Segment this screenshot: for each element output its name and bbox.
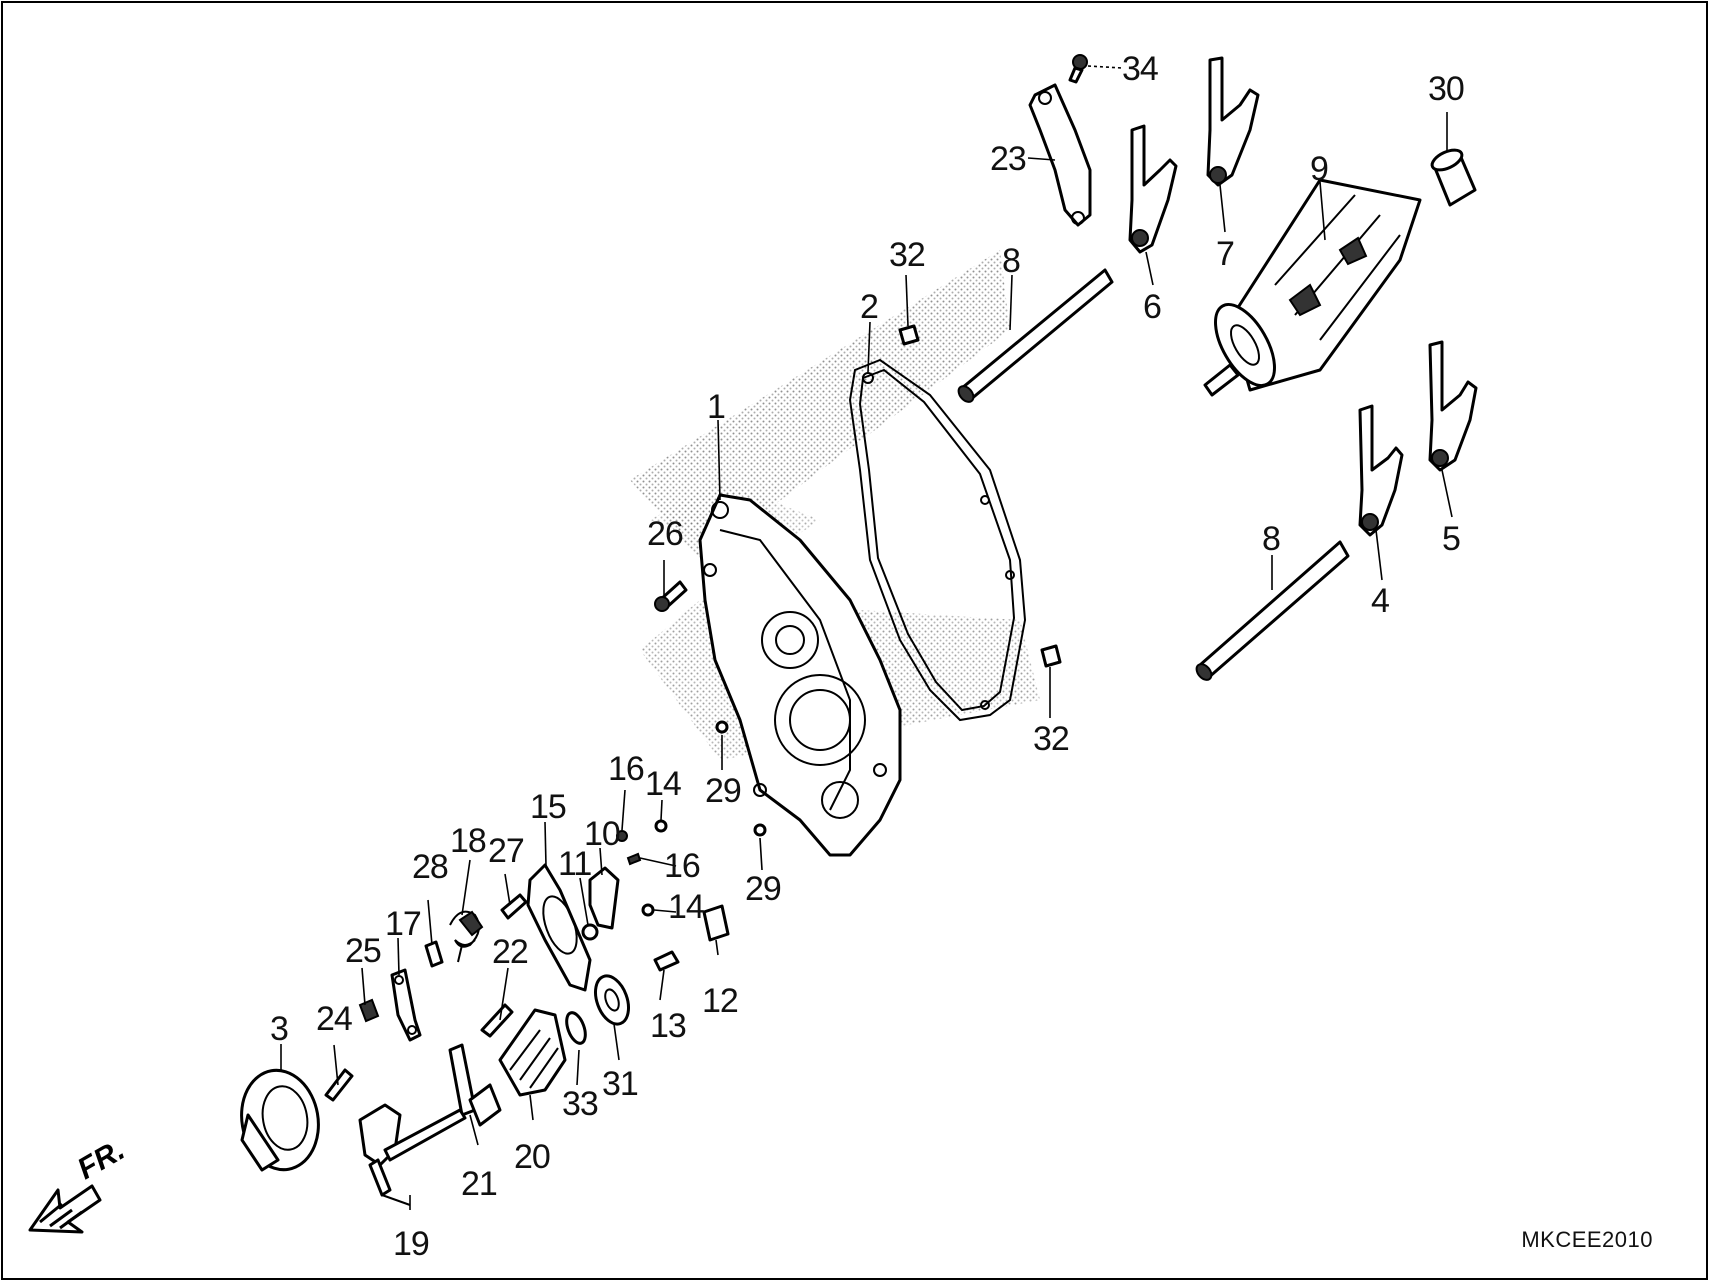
oil-seal-33-part[interactable] (563, 1010, 589, 1046)
case-cover-part[interactable] (698, 493, 902, 857)
callout-18[interactable]: 18 (450, 822, 487, 860)
bolt-26-part[interactable] (654, 580, 688, 612)
shift-drum-part[interactable] (1203, 178, 1422, 397)
drawing-code: MKCEE2010 (1521, 1227, 1653, 1252)
callout-32-upper[interactable]: 32 (889, 236, 926, 274)
washer-14b-part[interactable] (641, 903, 655, 917)
callout-21[interactable]: 21 (461, 1165, 498, 1203)
callout-26[interactable]: 26 (647, 515, 684, 553)
collar-11-part[interactable] (581, 923, 599, 941)
oil-orifice-29b-part[interactable] (753, 823, 767, 837)
bolt-24-part[interactable] (324, 1068, 354, 1102)
callout-14-upper[interactable]: 14 (645, 765, 682, 803)
callout-3[interactable]: 3 (270, 1010, 289, 1048)
callout-17[interactable]: 17 (385, 905, 422, 943)
callout-9[interactable]: 9 (1310, 150, 1329, 188)
callout-27[interactable]: 27 (488, 832, 525, 870)
gearshift-spindle-part[interactable] (358, 1103, 467, 1206)
bearing-31-part[interactable] (589, 971, 634, 1028)
callout-11[interactable]: 11 (558, 845, 592, 883)
callout-24[interactable]: 24 (316, 1000, 353, 1038)
dowel-pin-upper-part[interactable] (898, 324, 920, 346)
callout-28[interactable]: 28 (412, 848, 449, 886)
shaft-21-part[interactable] (448, 1043, 502, 1127)
callout-23[interactable]: 23 (990, 140, 1027, 178)
callout-2[interactable]: 2 (860, 288, 879, 326)
guide-13-part[interactable] (653, 950, 680, 972)
plate-10-part[interactable] (588, 866, 620, 930)
cover-3-part[interactable] (234, 1064, 326, 1176)
shift-fork-4-part[interactable] (1358, 404, 1404, 537)
callout-1[interactable]: 1 (707, 388, 726, 426)
callout-25[interactable]: 25 (345, 932, 382, 970)
spring-18-part[interactable] (449, 910, 484, 963)
callout-22[interactable]: 22 (492, 933, 529, 971)
callout-15[interactable]: 15 (530, 788, 567, 826)
bolt-25-part[interactable] (358, 998, 380, 1023)
callout-16-lower[interactable]: 16 (664, 847, 701, 885)
callout-19[interactable]: 19 (393, 1225, 430, 1263)
bolt-27-part[interactable] (500, 893, 528, 920)
pin-22-part[interactable] (480, 1003, 514, 1038)
gear-20-part[interactable] (498, 1008, 567, 1097)
callout-14-lower[interactable]: 14 (668, 888, 705, 926)
front-direction-label: FR. (72, 1133, 130, 1186)
bolt-34-part[interactable] (1068, 54, 1088, 84)
callout-12[interactable]: 12 (702, 982, 739, 1020)
callout-8-lower[interactable]: 8 (1262, 520, 1281, 558)
callout-13[interactable]: 13 (650, 1007, 687, 1045)
collar-28-part[interactable] (424, 940, 444, 968)
gasket-15-part[interactable] (526, 863, 592, 992)
shift-fork-7-part[interactable] (1206, 56, 1260, 187)
washer-14a-part[interactable] (654, 819, 668, 833)
callouts: 1 2 3 4 5 6 7 8 8 9 10 11 12 13 14 14 15… (270, 50, 1465, 1263)
callout-4[interactable]: 4 (1371, 582, 1390, 620)
oil-orifice-29a-part[interactable] (715, 720, 729, 734)
shift-fork-5-part[interactable] (1428, 340, 1478, 472)
fork-shaft-upper-part[interactable] (956, 268, 1114, 405)
callout-33[interactable]: 33 (562, 1085, 599, 1123)
pin-16a-part[interactable] (616, 830, 628, 842)
lever-17-part[interactable] (390, 968, 422, 1042)
callout-6[interactable]: 6 (1143, 288, 1162, 326)
pin-16b-part[interactable] (626, 852, 642, 866)
callout-34[interactable]: 34 (1122, 50, 1159, 88)
callout-10[interactable]: 10 (584, 815, 621, 853)
callout-29-upper[interactable]: 29 (705, 772, 742, 810)
callout-8-upper[interactable]: 8 (1002, 242, 1021, 280)
gasket-part[interactable] (848, 358, 1027, 722)
callout-30[interactable]: 30 (1428, 70, 1465, 108)
callout-29-lower[interactable]: 29 (745, 870, 782, 908)
callout-7[interactable]: 7 (1216, 235, 1235, 273)
callout-16-upper[interactable]: 16 (608, 750, 645, 788)
seal-12-part[interactable] (702, 904, 730, 942)
dowel-pin-lower-part[interactable] (1040, 644, 1062, 668)
fork-shaft-lower-part[interactable] (1194, 540, 1350, 683)
bearing-part[interactable] (1429, 146, 1477, 207)
callout-31[interactable]: 31 (602, 1065, 639, 1103)
shift-fork-6-part[interactable] (1128, 124, 1178, 254)
callout-32-lower[interactable]: 32 (1033, 720, 1070, 758)
front-direction-arrow-icon: FR. (28, 1133, 130, 1234)
callout-20[interactable]: 20 (514, 1138, 551, 1176)
leader-lines (280, 65, 1453, 1210)
callout-5[interactable]: 5 (1442, 520, 1461, 558)
stopper-plate-part[interactable] (1028, 83, 1092, 227)
